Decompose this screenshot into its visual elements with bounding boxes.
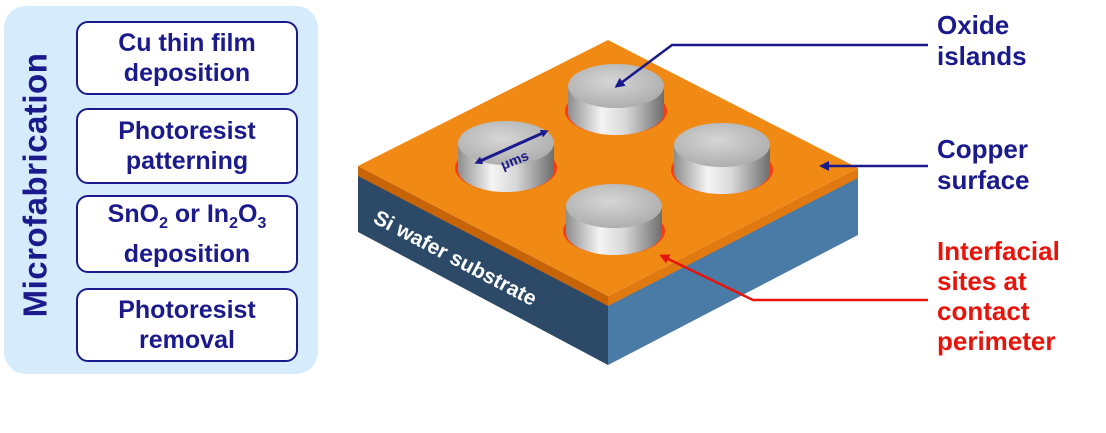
copper-top-surface — [358, 40, 858, 296]
interfacial-callout-arrow — [659, 254, 928, 302]
copper-front-edge — [358, 166, 608, 306]
copper-surface-label: Copper surface — [937, 134, 1030, 195]
oxide-island — [671, 123, 773, 194]
step-photoresist-removal: Photoresist removal — [76, 288, 298, 362]
step-line: Cu thin film — [118, 29, 256, 57]
interfacial-sites-label: Interfacial sites at contact perimeter — [937, 236, 1060, 356]
substrate-front-face — [358, 172, 608, 365]
step-line: deposition — [123, 240, 251, 268]
step-line: patterning — [125, 147, 249, 175]
copper-right-edge — [608, 168, 858, 306]
step-line: Photoresist — [118, 117, 256, 145]
step-line: SnO2 or In2O3 — [107, 200, 267, 232]
step-line: deposition — [123, 59, 251, 87]
oxide-island — [565, 64, 667, 135]
oxide-callout-arrow — [614, 43, 928, 88]
step-cu-deposition: Cu thin film deposition — [76, 21, 298, 95]
step-line: removal — [139, 326, 235, 354]
substrate-right-face — [608, 175, 858, 365]
oxide-island — [563, 184, 665, 255]
scale-arrow — [474, 129, 549, 165]
oxide-islands-label: Oxide islands — [937, 10, 1027, 71]
step-line: Photoresist — [118, 296, 256, 324]
step-photoresist-patterning: Photoresist patterning — [76, 108, 298, 184]
step-oxide-deposition: SnO2 or In2O3 deposition — [76, 195, 298, 273]
